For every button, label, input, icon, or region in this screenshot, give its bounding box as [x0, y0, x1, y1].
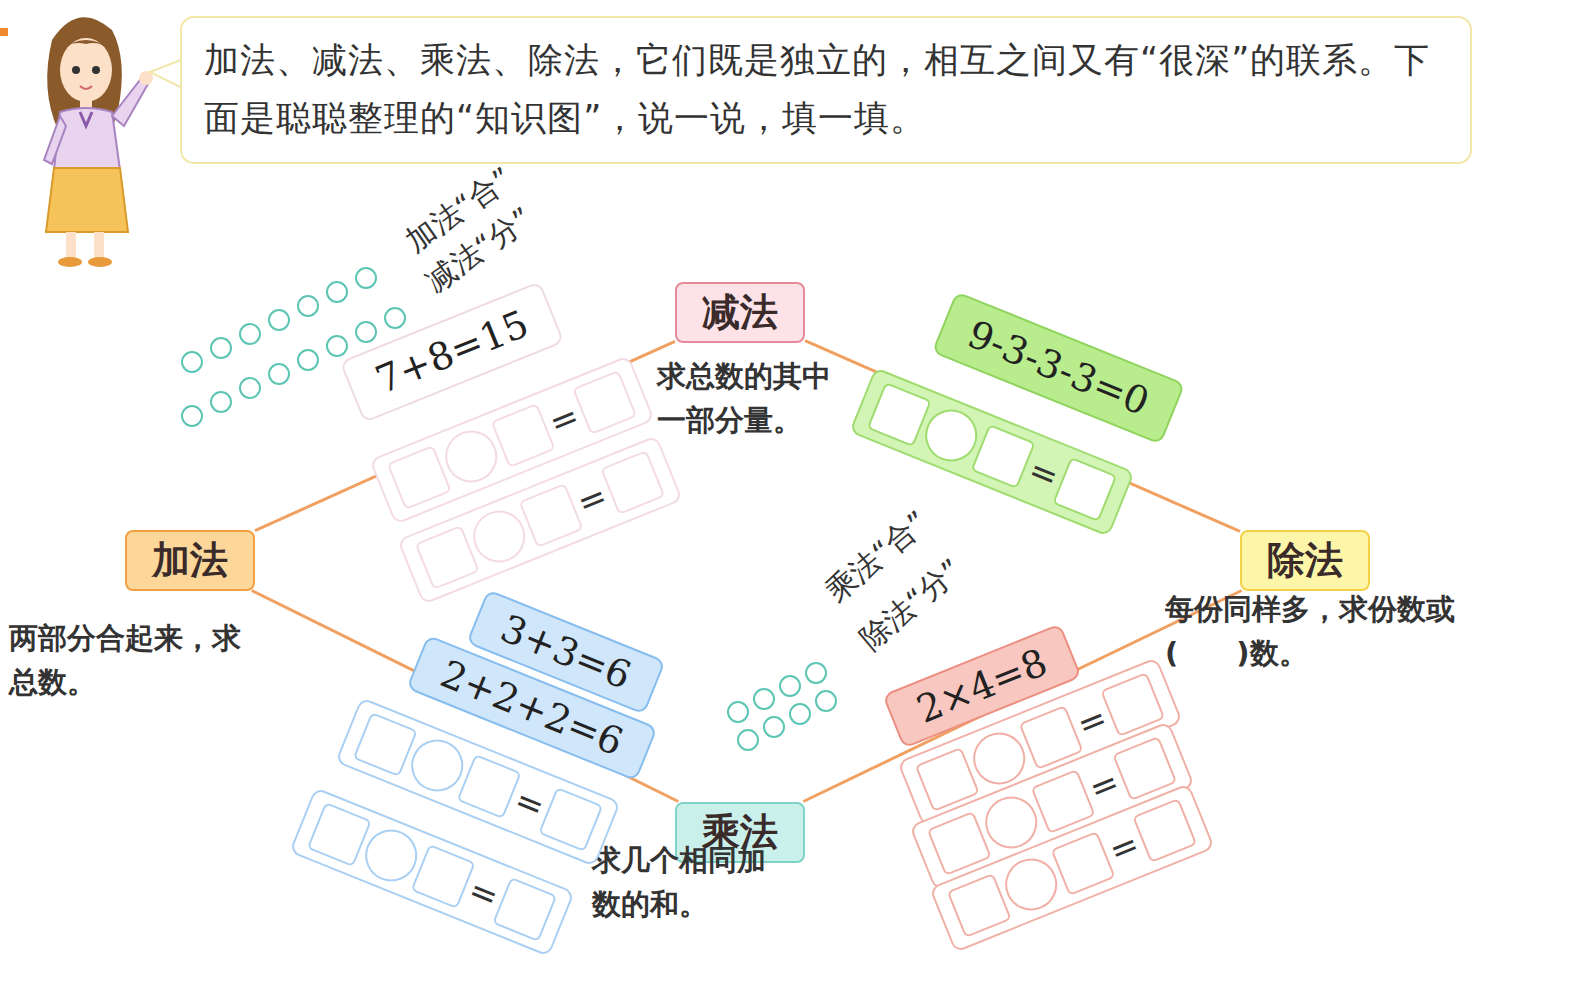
answer-square [866, 382, 931, 447]
count-dot [764, 717, 784, 737]
answer-square [539, 787, 604, 852]
description-text: 求几个相同加数的和。 [592, 838, 772, 928]
count-dot [780, 676, 800, 696]
label-text: 加法、减法、乘法、除法，它们既是独立的，相互之间又有“很深”的联系。下面是聪聪整… [204, 40, 1430, 138]
label-text: 7+8=15 [369, 302, 534, 403]
count-dot [790, 704, 810, 724]
operation-box: 加法两部分合起来，求总数。 [125, 530, 255, 591]
description-text: 两部分合起来，求总数。 [9, 616, 259, 706]
answer-square [414, 525, 479, 590]
label-text: 加法 [152, 535, 228, 586]
count-dot [211, 392, 231, 412]
count-dot [211, 338, 231, 358]
answer-square [573, 370, 638, 435]
count-dot [182, 406, 202, 426]
count-dot [356, 322, 376, 342]
label-text: 9-3-3-3=0 [961, 312, 1155, 424]
count-dot [240, 324, 260, 344]
operation-box: 除法每份同样多，求份数或( )数。 [1240, 530, 1370, 591]
count-dot [816, 691, 836, 711]
answer-square [601, 450, 666, 515]
operation-box: 乘法求几个相同加数的和。 [675, 802, 805, 863]
count-dot [754, 689, 774, 709]
count-dot [806, 663, 826, 683]
answer-square [1133, 798, 1198, 863]
answer-square [1053, 457, 1118, 522]
count-dot [240, 378, 260, 398]
count-dot [298, 350, 318, 370]
count-dot [738, 730, 758, 750]
teacher-figure [44, 17, 153, 267]
description-text: 每份同样多，求份数或( )数。 [1165, 587, 1465, 677]
operation-box: 减法求总数的其中一部分量。 [675, 282, 805, 343]
count-dot [385, 308, 405, 328]
answer-square [386, 445, 451, 510]
count-dot [182, 352, 202, 372]
label-text: 减法 [702, 287, 778, 338]
answer-square [352, 712, 417, 777]
count-dot [356, 268, 376, 288]
count-dot [298, 296, 318, 316]
corner-mark [0, 28, 8, 36]
count-dot [728, 702, 748, 722]
answer-square [946, 873, 1011, 938]
count-dot [269, 364, 289, 384]
speech-bubble: 加法、减法、乘法、除法，它们既是独立的，相互之间又有“很深”的联系。下面是聪聪整… [180, 16, 1472, 164]
label-text: 除法 [1267, 535, 1343, 586]
count-dot [269, 310, 289, 330]
count-dot [327, 336, 347, 356]
count-dot [327, 282, 347, 302]
description-text: 求总数的其中一部分量。 [657, 354, 837, 444]
answer-square [306, 802, 371, 867]
answer-square [493, 877, 558, 942]
